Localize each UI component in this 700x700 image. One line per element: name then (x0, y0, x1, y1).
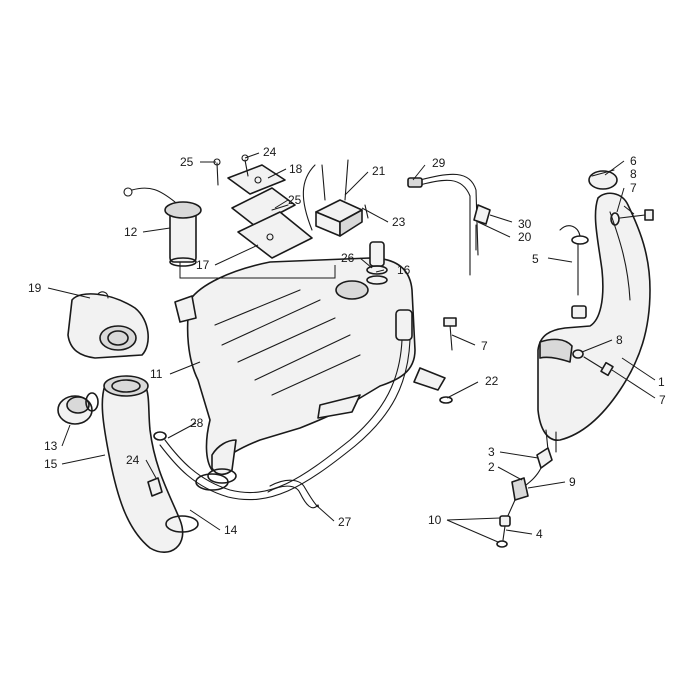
callout-5: 5 (532, 252, 539, 266)
fuel-valve (366, 241, 388, 285)
callout-23: 23 (392, 215, 406, 229)
callout-19: 19 (28, 281, 42, 295)
callout-3: 3 (488, 445, 495, 459)
callout-26: 26 (341, 251, 355, 265)
relay-unit (315, 159, 363, 237)
callout-20: 20 (518, 230, 532, 244)
hose-clamps (153, 431, 237, 533)
callout-22: 22 (485, 374, 499, 388)
callout-7a: 7 (630, 181, 637, 195)
callout-7b: 7 (481, 339, 488, 353)
callout-18: 18 (289, 162, 303, 176)
oil-tank (537, 192, 651, 453)
callout-21: 21 (372, 164, 386, 178)
bolts-and-washers (147, 154, 654, 497)
callout-10: 10 (428, 513, 442, 527)
fuel-tank (174, 257, 446, 471)
callout-25b: 25 (288, 193, 302, 207)
callout-4: 4 (536, 527, 543, 541)
leader-lines (47, 152, 656, 543)
callout-27: 27 (338, 515, 352, 529)
callout-29: 29 (432, 156, 446, 170)
callout-24b: 24 (126, 453, 140, 467)
filler-cap (57, 392, 99, 425)
callout-13: 13 (44, 439, 58, 453)
overflow-tube (267, 479, 319, 509)
callout-15: 15 (44, 457, 58, 471)
callout-24a: 24 (263, 145, 277, 159)
callout-2: 2 (488, 460, 495, 474)
callout-7c: 7 (659, 393, 666, 407)
callout-1: 1 (658, 375, 665, 389)
oil-line-fittings (496, 447, 553, 548)
dipstick (559, 225, 589, 319)
breather-hose (159, 309, 413, 501)
callout-8a: 8 (630, 167, 637, 181)
filler-neck-hose (101, 375, 184, 553)
callout-17: 17 (196, 258, 210, 272)
fuel-pump (123, 187, 202, 267)
callout-14: 14 (224, 523, 238, 537)
callout-25a: 25 (180, 155, 194, 169)
mounting-bracket (227, 164, 313, 259)
callout-16: 16 (397, 263, 411, 277)
oil-filler-cap (588, 169, 618, 190)
callout-6: 6 (630, 154, 637, 168)
vent-hose (302, 164, 491, 276)
callout-12: 12 (124, 225, 138, 239)
callout-8b: 8 (616, 333, 623, 347)
callout-9: 9 (569, 475, 576, 489)
callout-labels: 1 2 3 4 5 6 7 7 7 8 8 9 10 11 12 13 14 1… (28, 145, 666, 541)
cover-shell (67, 291, 149, 359)
callout-28: 28 (190, 416, 204, 430)
tank-outlet-neck (211, 439, 237, 476)
callout-11: 11 (150, 367, 163, 381)
callout-30: 30 (518, 217, 532, 231)
